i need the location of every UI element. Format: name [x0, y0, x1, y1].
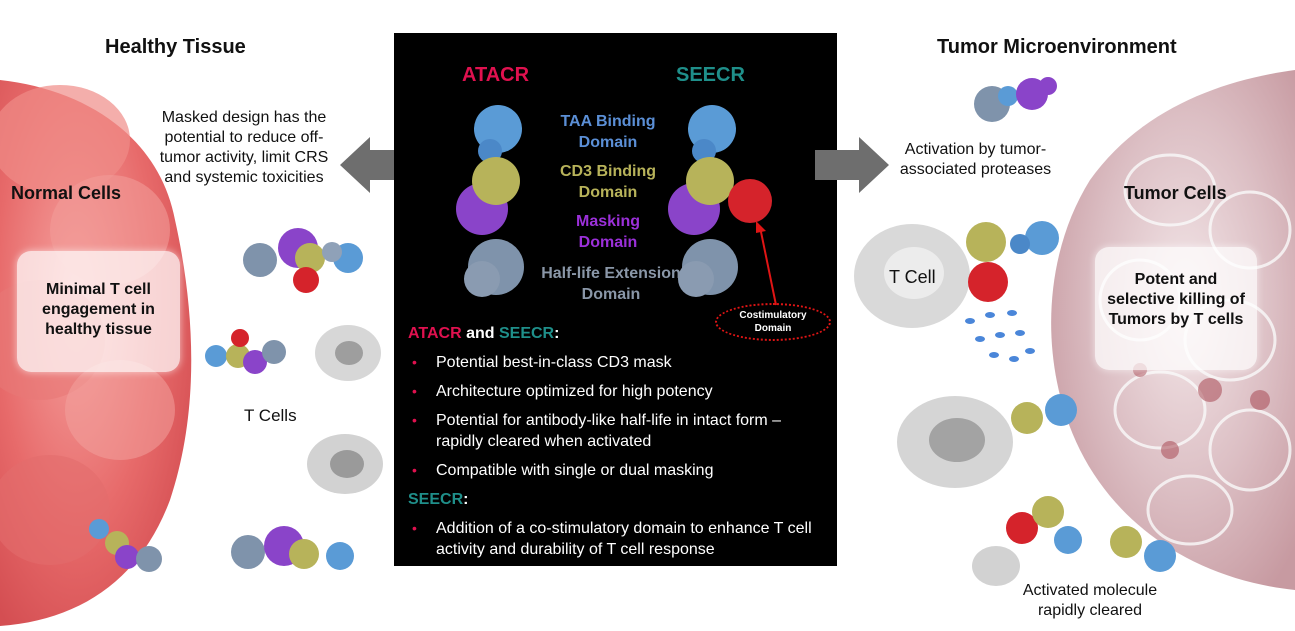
header2-seecr: SEECR — [408, 491, 464, 508]
t-cell-right-label: T Cell — [889, 267, 936, 287]
protease-molecule — [970, 70, 1060, 135]
header-colon: : — [554, 325, 560, 342]
cleared-fragments — [970, 490, 1190, 595]
seecr-title: SEECR — [676, 64, 745, 86]
minimal-engagement-box: Minimal T cell engagement in healthy tis… — [17, 251, 180, 372]
atacr-title: ATACR — [462, 64, 530, 86]
costim-text: Costimulatory Domain — [739, 310, 807, 334]
atacr-seecr-header: ATACR and SEECR: — [408, 323, 823, 344]
bullet-item: Architecture optimized for high potency — [408, 381, 823, 402]
costim-pointer — [754, 219, 784, 314]
bullets-list-2: Addition of a co-stimulatory domain to e… — [408, 518, 823, 560]
seecr-molecule — [666, 103, 781, 308]
masked-molecule-left-3 — [85, 515, 170, 580]
t-cell-right-2 — [895, 392, 1015, 497]
potent-killing-text: Potent and selective killing of Tumors b… — [1107, 271, 1245, 328]
seecr-header: SEECR: — [408, 489, 823, 510]
domain-label-masking: Masking Domain — [575, 213, 640, 251]
domain-label-taa: TAA Binding Domain — [560, 113, 656, 151]
domain-label-cd3: CD3 Binding Domain — [560, 163, 656, 201]
header-seecr: SEECR — [498, 325, 555, 342]
t-cell-left-1 — [313, 323, 383, 388]
header-atacr: ATACR — [408, 325, 462, 342]
cleared-note: Activated molecule rapidly cleared — [1022, 582, 1158, 619]
tumor-cells-label: Tumor Cells — [1124, 183, 1227, 203]
bullet-item: Potential best-in-class CD3 mask — [408, 352, 823, 373]
costim-domain-label: Costimulatory Domain — [715, 303, 831, 341]
center-panel: ATACR SEECR TAA Binding Domain CD3 Bindi… — [394, 33, 837, 566]
minimal-engagement-text: Minimal T cell engagement in healthy tis… — [42, 281, 155, 338]
potent-killing-box: Potent and selective killing of Tumors b… — [1095, 247, 1257, 370]
masked-molecule-left-4 — [228, 520, 368, 585]
bullet-item: Potential for antibody-like half-life in… — [408, 410, 823, 452]
healthy-tissue-heading: Healthy Tissue — [105, 36, 246, 58]
masked-design-note: Masked design has the potential to reduc… — [159, 109, 329, 186]
atacr-molecule — [452, 103, 532, 308]
masked-molecule-left-2 — [200, 326, 295, 386]
normal-cells-label: Normal Cells — [11, 183, 122, 203]
t-cell-right-1 — [852, 221, 972, 336]
activated-molecule-bound-2 — [1005, 388, 1085, 448]
activated-molecule-bound — [960, 210, 1070, 315]
tumor-microenvironment-heading: Tumor Microenvironment — [937, 36, 1177, 58]
domain-label-half-life: Half-life Extension Domain — [541, 265, 681, 303]
bullets-list-1: Potential best-in-class CD3 mask Archite… — [408, 352, 823, 481]
header-and: and — [461, 325, 499, 342]
t-cell-left-2 — [305, 432, 385, 502]
bullet-item: Addition of a co-stimulatory domain to e… — [408, 518, 823, 560]
right-arrow — [815, 137, 889, 198]
activation-note: Activation by tumor-associated proteases — [899, 141, 1052, 178]
bullet-item: Compatible with single or dual masking — [408, 460, 823, 481]
granule-dots — [958, 305, 1038, 380]
masked-molecule-left-1 — [240, 222, 370, 307]
header2-colon: : — [463, 491, 469, 508]
feature-text: ATACR and SEECR: Potential best-in-class… — [408, 323, 823, 568]
t-cells-label: T Cells — [244, 406, 297, 425]
